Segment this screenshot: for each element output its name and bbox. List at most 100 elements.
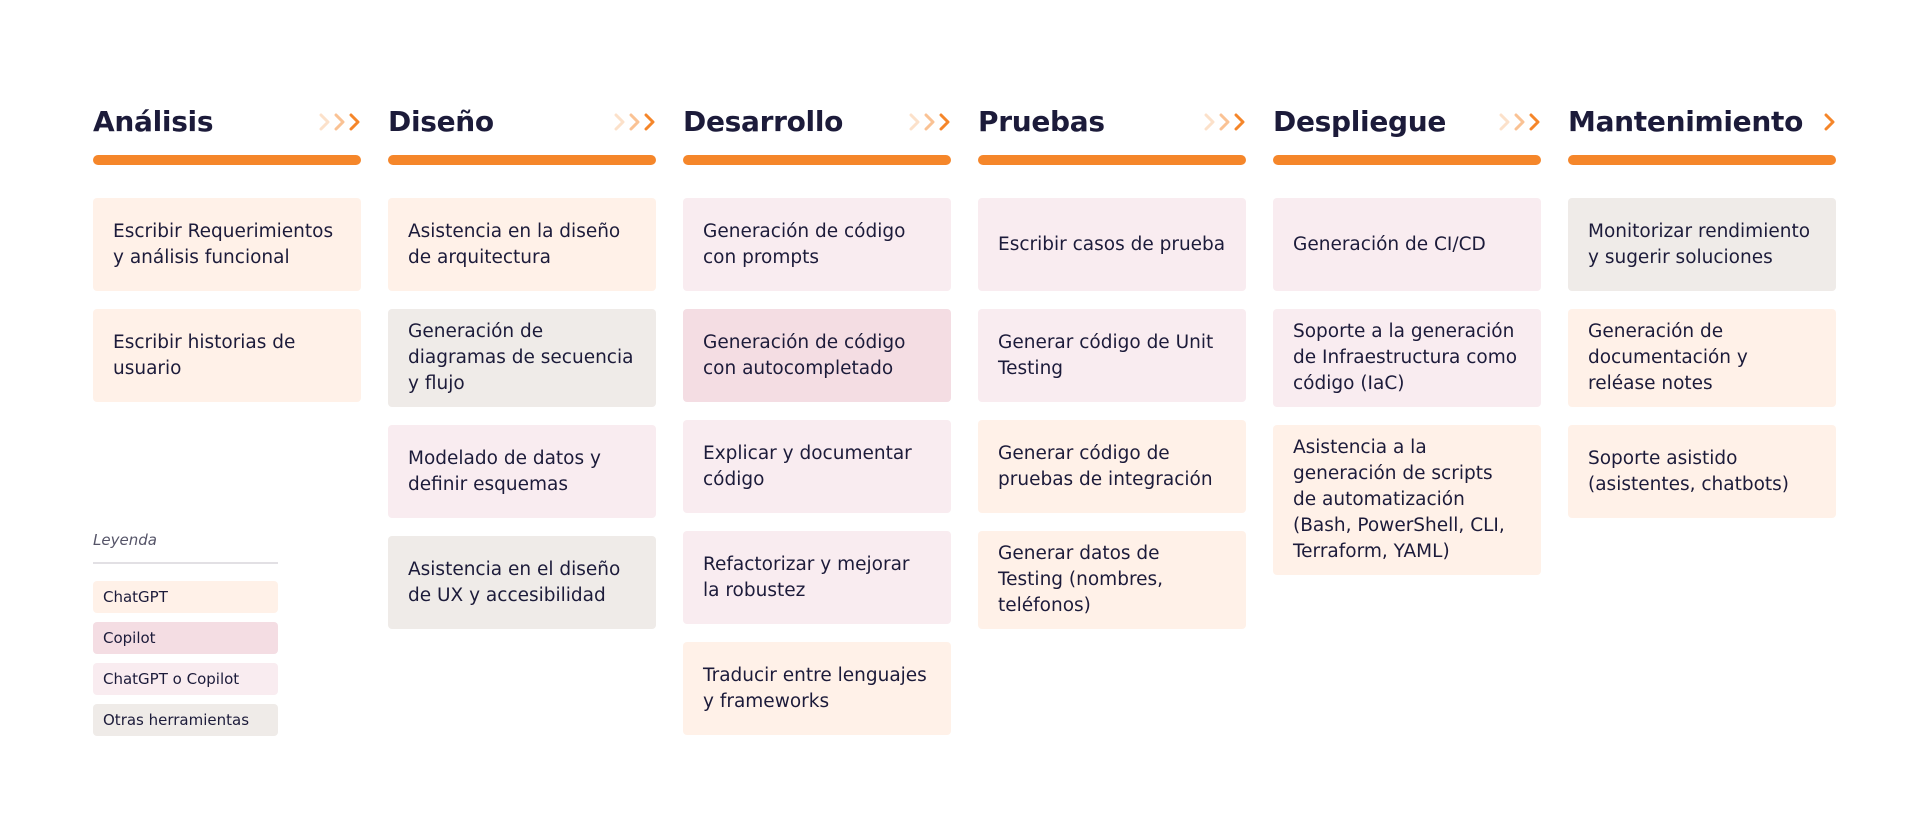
task-card: Monitorizar rendimiento y sugerir soluci… [1568,198,1836,291]
task-card-label: Monitorizar rendimiento y sugerir soluci… [1588,220,1811,268]
chevron-right-icon [1529,113,1540,131]
task-card-label: Generación de CI/CD [1293,233,1486,255]
chevron-right-icon [1219,113,1230,131]
task-card: Modelado de datos y definir esquemas [388,425,656,518]
phase-title: Pruebas [978,105,1105,138]
phase-title: Desarrollo [683,105,844,138]
chevrons [1204,110,1246,134]
chevrons [614,110,656,134]
task-card-label: Generar datos de Testing (nombres, teléf… [998,543,1164,616]
chevron-right-icon [939,113,950,131]
phase-header: Desarrollo [683,104,951,140]
task-card: Generación de documentación y reléase no… [1568,309,1836,407]
task-card: Asistencia en el diseño de UX y accesibi… [388,536,656,629]
chevron-right-icon [319,113,330,131]
task-list: Escribir Requerimientos y análisis funci… [93,198,361,402]
task-card-label: Asistencia en la diseño de arquitectura [408,220,621,268]
chevrons [319,110,361,134]
task-card-label: Escribir casos de prueba [998,233,1226,255]
phase-underline-bar [978,155,1246,165]
task-card: Explicar y documentar código [683,420,951,513]
task-card-label: Generación de documentación y reléase no… [1588,321,1748,394]
phase-header: Mantenimiento [1568,104,1836,140]
chevrons [1499,110,1541,134]
task-card: Generación de código con autocompletado [683,309,951,402]
legend-item-chatgpt-o-copilot: ChatGPT o Copilot [93,663,278,695]
task-card: Escribir Requerimientos y análisis funci… [93,198,361,291]
chevron-right-icon [644,113,655,131]
task-card: Traducir entre lenguajes y frameworks [683,642,951,735]
phase-underline-bar [1568,155,1836,165]
task-card-label: Soporte a la generación de Infraestructu… [1293,321,1518,394]
task-list: Monitorizar rendimiento y sugerir soluci… [1568,198,1836,518]
task-list: Generación de CI/CD Soporte a la generaci… [1273,198,1541,575]
legend-item-copilot: Copilot [93,622,278,654]
phase-underline-bar [388,155,656,165]
chevrons [909,110,951,134]
task-card: Generación de diagramas de secuencia y f… [388,309,656,407]
phase-title: Despliegue [1273,105,1447,138]
task-card: Escribir casos de prueba [978,198,1246,291]
task-card: Generar código de pruebas de integración [978,420,1246,513]
phase-underline-bar [93,155,361,165]
task-card-label: Asistencia a la generación de scripts de… [1293,437,1505,562]
chevron-right-icon [1234,113,1245,131]
task-card-label: Refactorizar y mejorar la robustez [703,553,910,601]
task-card-label: Escribir historias de usuario [113,331,296,379]
task-card-label: Generación de código con prompts [703,220,906,268]
task-card: Refactorizar y mejorar la robustez [683,531,951,624]
task-card: Generación de CI/CD [1273,198,1541,291]
task-card-label: Explicar y documentar código [703,442,912,490]
legend-divider [93,562,278,564]
chevron-right-icon [1824,113,1835,131]
task-card-label: Generar código de Unit Testing [998,331,1214,379]
task-card-label: Traducir entre lenguajes y frameworks [703,664,927,712]
phase-header: Pruebas [978,104,1246,140]
task-card: Generar código de Unit Testing [978,309,1246,402]
task-card: Escribir historias de usuario [93,309,361,402]
task-card: Asistencia a la generación de scripts de… [1273,425,1541,575]
task-card: Asistencia en la diseño de arquitectura [388,198,656,291]
task-card-label: Asistencia en el diseño de UX y accesibi… [408,558,621,606]
phase-title: Mantenimiento [1568,105,1804,138]
phase-title: Análisis [93,105,214,138]
task-card: Soporte a la generación de Infraestructu… [1273,309,1541,407]
task-card-label: Escribir Requerimientos y análisis funci… [113,220,334,268]
task-card-label: Modelado de datos y definir esquemas [408,447,601,495]
chevron-right-icon [334,113,345,131]
chevron-right-icon [1499,113,1510,131]
task-card: Soporte asistido (asistentes, chatbots) [1568,425,1836,518]
legend-item-otras-herramientas: Otras herramientas [93,704,278,736]
phase-header: Diseño [388,104,656,140]
chevron-right-icon [629,113,640,131]
legend-title: Leyenda [93,531,157,549]
legend-item-chatgpt: ChatGPT [93,581,278,613]
chevron-right-icon [1204,113,1215,131]
phase-underline-bar [683,155,951,165]
chevron-right-icon [614,113,625,131]
chevron-right-icon [1514,113,1525,131]
chevron-right-icon [909,113,920,131]
phase-title: Diseño [388,105,494,138]
task-card-label: Generación de diagramas de secuencia y f… [408,321,634,394]
chevron-right-icon [924,113,935,131]
phase-header: Análisis [93,104,361,140]
task-card-label: Soporte asistido (asistentes, chatbots) [1588,447,1790,495]
phase-header: Despliegue [1273,104,1541,140]
chevron-right-icon [349,113,360,131]
phase-underline-bar [1273,155,1541,165]
task-card-label: Generación de código con autocompletado [703,331,906,379]
chevrons [1824,110,1836,134]
